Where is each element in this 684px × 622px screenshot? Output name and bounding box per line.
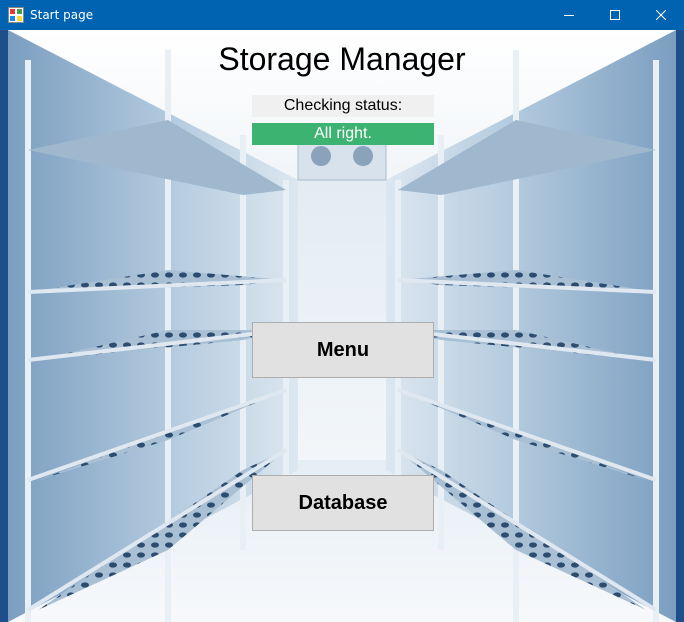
storage-room-background [8,30,676,622]
menu-button[interactable]: Menu [252,322,434,378]
app-title: Storage Manager [218,41,466,77]
minimize-icon [564,15,574,16]
form-client-area: Storage Manager Checking status: All rig… [8,30,676,622]
close-button[interactable] [638,0,684,30]
status-value-label: All right. [252,123,434,145]
title-bar[interactable]: Start page [0,0,684,30]
app-icon [8,7,24,23]
database-button[interactable]: Database [252,475,434,531]
maximize-button[interactable] [592,0,638,30]
status-caption-label: Checking status: [252,95,434,117]
maximize-icon [610,10,620,20]
close-icon [656,10,666,20]
minimize-button[interactable] [546,0,592,30]
window-title: Start page [30,8,94,22]
